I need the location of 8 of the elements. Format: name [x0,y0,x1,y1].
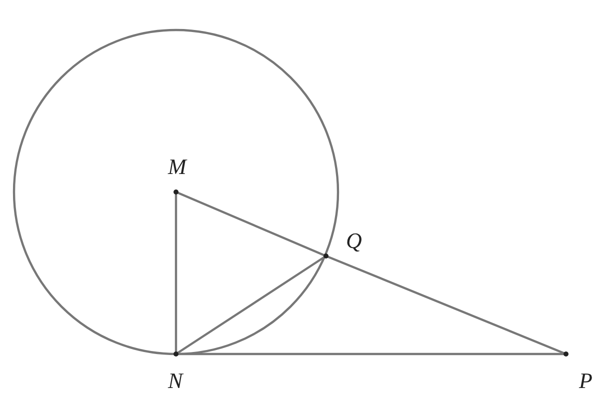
line-segment [176,352,566,356]
line-segment [174,192,178,354]
line-segment [326,254,566,356]
point-label: P [579,370,592,392]
line-segment [176,190,326,258]
point-label: N [168,370,183,392]
point-label: Q [346,230,362,252]
point-label: M [168,156,186,178]
